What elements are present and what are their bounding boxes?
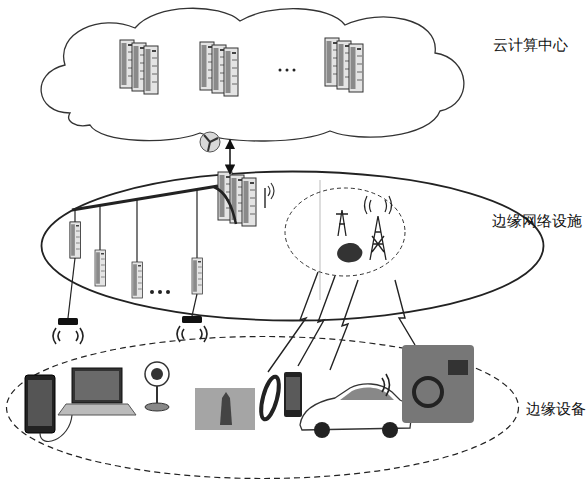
phone-screen (286, 377, 300, 410)
node-outline (30, 3, 470, 143)
tablet-screen (28, 380, 52, 426)
car-icon (300, 384, 411, 430)
car-wheel (314, 422, 330, 438)
device-tier: 边缘设备 (5, 335, 520, 480)
device-cable (40, 415, 72, 441)
sensor-photo (195, 388, 255, 430)
router-icon (182, 316, 202, 323)
cloud-tier: 云计算中心 (30, 3, 470, 143)
tablet-icon (25, 375, 55, 433)
laptop-screen (72, 368, 122, 403)
sensor-device (220, 392, 232, 425)
tier-outline (42, 172, 544, 321)
tier-label: 云计算中心 (493, 36, 588, 55)
webcam-base (145, 403, 169, 411)
link-arrow (229, 140, 231, 174)
tier-label: 边缘网络设施 (492, 212, 588, 231)
router-icon (58, 318, 78, 325)
laptop-display (75, 371, 119, 400)
node-outline (40, 170, 545, 322)
car-wheel (382, 422, 398, 438)
wifi-waves (53, 328, 83, 344)
network-tier: 边缘网络设施 (40, 170, 545, 322)
cloud-outline (41, 8, 464, 141)
phone-icon (284, 372, 302, 417)
steering-wheel (414, 378, 442, 406)
tier-outline (7, 337, 519, 479)
laptop-base (58, 404, 136, 415)
node-outline (5, 335, 520, 480)
dashboard-photo (402, 345, 474, 423)
car-window (340, 388, 394, 400)
tier-label: 边缘设备 (526, 400, 588, 419)
webcam-icon (145, 362, 169, 386)
webcam-lens (151, 368, 163, 380)
smartwatch-icon (258, 375, 283, 421)
webcam-stand (156, 386, 158, 404)
wifi-waves (382, 374, 390, 396)
